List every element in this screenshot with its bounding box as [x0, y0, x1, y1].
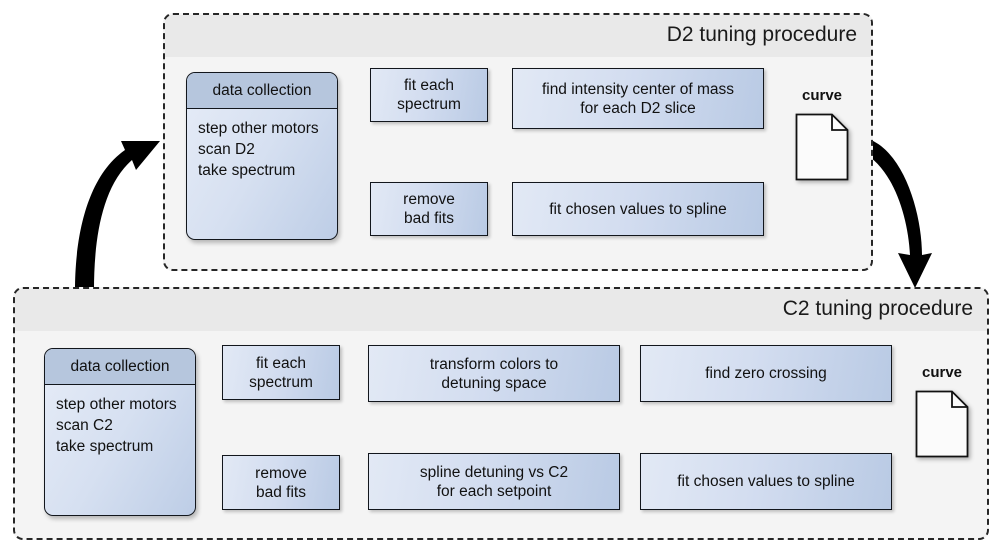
group-d2-title-bar — [165, 15, 871, 57]
c2-transform-colors-line2: detuning space — [441, 374, 547, 392]
d2-data-collection-box[interactable]: data collection step other motors scan D… — [186, 72, 338, 240]
c2-spline-detuning-box[interactable]: spline detuning vs C2 for each setpoint — [368, 453, 620, 510]
c2-data-collection-box[interactable]: data collection step other motors scan C… — [44, 348, 196, 516]
d2-remove-bad-fits-box[interactable]: remove bad fits — [370, 182, 488, 236]
group-c2-title-bar — [15, 289, 987, 331]
c2-curve-label: curve — [921, 364, 963, 381]
c2-fit-each-spectrum-box[interactable]: fit each spectrum — [222, 345, 340, 400]
group-d2-title: D2 tuning procedure — [666, 23, 857, 46]
d2-find-center-of-mass-line1: find intensity center of mass — [541, 80, 735, 98]
d2-fit-each-spectrum-line1: fit each — [404, 77, 454, 94]
arrow-c2-to-d2 — [75, 141, 160, 290]
d2-curve-label: curve — [801, 87, 843, 104]
d2-find-center-of-mass-line2: for each D2 slice — [580, 99, 696, 117]
d2-data-collection-header: data collection — [187, 73, 337, 109]
c2-transform-colors-line1: transform colors to — [429, 355, 559, 373]
d2-fit-spline-box[interactable]: fit chosen values to spline — [512, 182, 764, 236]
document-icon — [915, 390, 969, 458]
c2-fit-each-spectrum-line2: spectrum — [249, 373, 313, 391]
c2-fit-each-spectrum-line1: fit each — [256, 354, 306, 372]
d2-remove-bad-fits-line1: remove — [403, 191, 455, 208]
d2-remove-bad-fits-line2: bad fits — [404, 210, 454, 227]
d2-step-1: step other motors — [198, 120, 319, 137]
c2-fit-spline-box[interactable]: fit chosen values to spline — [640, 453, 892, 510]
c2-data-collection-header: data collection — [45, 349, 195, 385]
d2-find-center-of-mass-box[interactable]: find intensity center of mass for each D… — [512, 68, 764, 129]
c2-curve-document[interactable]: curve — [915, 364, 969, 458]
c2-find-zero-crossing-box[interactable]: find zero crossing — [640, 345, 892, 402]
c2-transform-colors-box[interactable]: transform colors to detuning space — [368, 345, 620, 402]
c2-remove-bad-fits-line2: bad fits — [256, 483, 306, 501]
d2-curve-document[interactable]: curve — [795, 87, 849, 181]
group-c2-title: C2 tuning procedure — [782, 297, 973, 320]
document-icon — [795, 113, 849, 181]
d2-fit-spline-label: fit chosen values to spline — [549, 200, 727, 218]
d2-fit-each-spectrum-box[interactable]: fit each spectrum — [370, 68, 488, 122]
c2-remove-bad-fits-line1: remove — [255, 464, 307, 482]
c2-step-1: step other motors — [56, 396, 177, 413]
c2-spline-detuning-line2: for each setpoint — [436, 482, 552, 500]
c2-step-3: take spectrum — [56, 438, 154, 455]
c2-data-collection-steps: step other motors scan C2 take spectrum — [45, 385, 195, 457]
d2-fit-each-spectrum-line2: spectrum — [397, 96, 461, 113]
c2-spline-detuning-line1: spline detuning vs C2 — [419, 463, 569, 481]
c2-remove-bad-fits-box[interactable]: remove bad fits — [222, 455, 340, 510]
c2-find-zero-crossing-label: find zero crossing — [705, 365, 827, 382]
d2-step-3: take spectrum — [198, 162, 296, 179]
d2-step-2: scan D2 — [198, 141, 255, 158]
d2-data-collection-steps: step other motors scan D2 take spectrum — [187, 109, 337, 181]
c2-step-2: scan C2 — [56, 417, 113, 434]
c2-fit-spline-label: fit chosen values to spline — [677, 473, 855, 490]
